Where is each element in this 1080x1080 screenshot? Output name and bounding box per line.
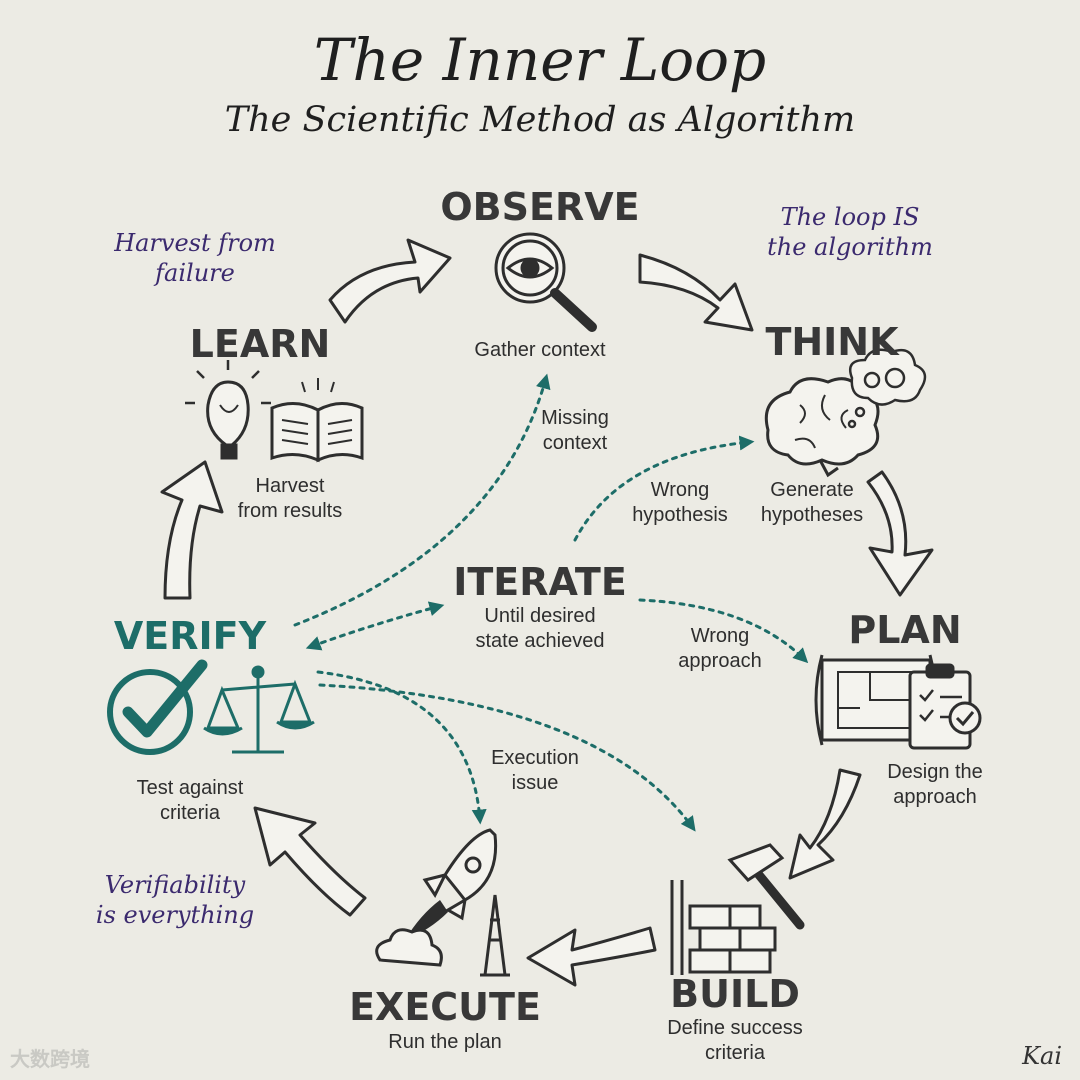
loop-arrow-plan-build xyxy=(788,768,862,880)
stage-iterate-caption: Until desired state achieved xyxy=(475,605,605,652)
loop-arrow-verify-learn xyxy=(160,460,224,600)
stage-plan-label: PLAN xyxy=(848,608,962,652)
bricks-hammer-icon xyxy=(670,843,805,975)
feedback-arrow-wrong-hypothesis xyxy=(573,435,755,542)
brain-icon xyxy=(764,377,880,478)
loop-arrow-execute-verify xyxy=(253,806,367,917)
stage-iterate-label: ITERATE xyxy=(453,560,627,604)
note-verifiability: Verifiability is everything xyxy=(95,871,255,929)
feedback-arrow-missing-context xyxy=(293,373,551,627)
lightbulb-icon xyxy=(185,360,271,460)
feedback-arrow-wrong-approach xyxy=(638,598,809,664)
stage-build-label: BUILD xyxy=(670,972,800,1016)
stage-think-caption: Generate hypotheses xyxy=(760,479,864,526)
feedback-arrow-execution-issue xyxy=(316,670,487,825)
edge-label-execution-issue: Execution issue xyxy=(491,747,579,794)
note-loop-is-algorithm: The loop IS the algorithm xyxy=(767,203,933,261)
loop-arrow-learn-observe xyxy=(328,238,452,324)
checkmark-circle-icon xyxy=(107,659,208,755)
edge-label-missing-context: Missing context xyxy=(541,407,609,454)
stage-execute-label: EXECUTE xyxy=(349,985,541,1029)
loop-arrow-build-execute xyxy=(526,926,657,987)
balance-scale-icon xyxy=(203,665,315,754)
stage-plan-caption: Design the approach xyxy=(887,761,983,808)
feedback-arrow-verify-build xyxy=(318,683,696,832)
thought-cloud-gears-icon xyxy=(847,348,927,429)
loop-arrow-observe-think xyxy=(638,253,754,332)
rocket-launch-icon xyxy=(375,828,510,977)
feedback-arrow-iterate-verify xyxy=(305,601,445,651)
blueprint-checklist-icon xyxy=(814,654,982,750)
stage-verify-label: VERIFY xyxy=(113,614,267,658)
note-harvest-from-failure: Harvest from failure xyxy=(114,229,276,287)
edge-label-wrong-hypothesis: Wrong hypothesis xyxy=(632,479,728,526)
page-title: The Inner Loop xyxy=(313,26,767,94)
signature: Kai xyxy=(1022,1042,1062,1070)
loop-arrow-think-plan xyxy=(866,470,934,597)
stage-build-caption: Define success criteria xyxy=(667,1017,803,1064)
stage-learn-label: LEARN xyxy=(189,322,331,366)
stage-execute-caption: Run the plan xyxy=(388,1031,502,1053)
stage-observe-label: OBSERVE xyxy=(440,185,640,229)
stage-learn-caption: Harvest from results xyxy=(237,475,343,522)
stage-think-label: THINK xyxy=(765,320,899,364)
magnifier-eye-icon xyxy=(494,232,597,332)
open-book-icon xyxy=(270,378,364,463)
watermark: 大数跨境 xyxy=(10,1049,90,1071)
edge-label-wrong-approach: Wrong approach xyxy=(678,625,762,672)
stage-observe-caption: Gather context xyxy=(474,339,606,361)
page-subtitle: The Scientific Method as Algorithm xyxy=(224,100,856,140)
stage-verify-caption: Test against criteria xyxy=(136,777,244,824)
